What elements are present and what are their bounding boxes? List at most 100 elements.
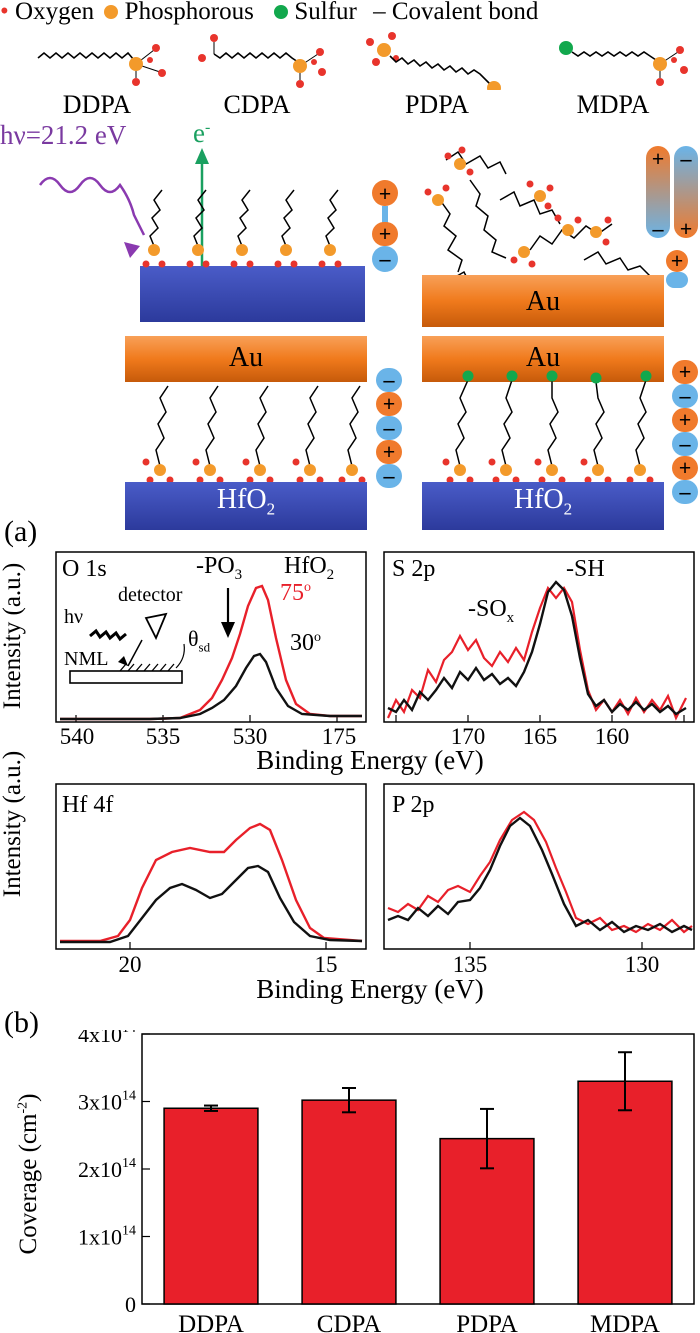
xps-spectra-lower [55,783,695,950]
x-tick-mdpa: MDPA [590,1311,660,1333]
mdpa-molecule-icon [559,41,688,86]
hf4f-curve-75deg [60,822,363,943]
y-tick-label: 4x1014 [78,1030,136,1047]
svg-text:–: – [679,383,692,408]
svg-text:–: – [679,431,692,456]
dipole-icon-bottom-left: – + – + – [376,367,402,488]
au-label-bottom-left: Au [228,342,264,373]
svg-text:+: + [679,359,692,384]
cdpa-molecule-icon [198,34,326,88]
s2p-tick-160: 160 [594,724,630,749]
o1s-curve-75deg [60,584,362,721]
x-tick-ddpa: DDPA [178,1311,244,1333]
oxygen-dot-icon: • [0,0,9,25]
inset-theta-label: θsd [188,626,211,655]
au-label-bottom-right: Au [525,342,561,373]
s2p-curves [386,580,687,721]
au-slab-bottom-right [422,336,664,382]
bar-ddpa [163,1107,259,1305]
inset-nml-label: NML [64,648,109,670]
au-slab-bottom-left [125,336,367,382]
inset-hv-label: hν [64,606,84,628]
s2p-curve-75deg [386,585,687,721]
y-tick-label: 0 [125,1292,136,1317]
p2p-title: P 2p [392,792,435,818]
inset-detector-label: detector [118,584,183,606]
legend-bond: Covalent bond [391,0,539,25]
p2p-curve-30deg [387,816,693,934]
y-tick-label: 3x1014 [78,1089,136,1115]
error-bar-cdpa [342,1087,356,1114]
hfo2-label-right: HfO2 [513,484,573,519]
bar-cdpa [301,1099,397,1305]
svg-text:–: – [383,463,396,488]
hf4f-title: Hf 4f [62,792,114,818]
hfo2-label-left: HfO2 [216,484,276,519]
pdpa-molecule-icon [366,32,501,90]
schematic-diagram: + + – +– –+ + [38,146,698,530]
photon-energy-label: hν=21.2 eV [0,120,127,150]
legend-oxygen: Oxygen [15,0,95,25]
legend-sulfur: Sulfur [294,0,357,25]
s2p-tick-175: 175 [321,724,357,749]
phosphorous-dot-icon [104,5,119,19]
photon-wave-icon [38,176,146,236]
au-slab-top-right [422,275,664,327]
dipole-icon-top-right: +– –+ + [646,146,698,288]
molecule-label-ddpa: DDPA [62,90,132,119]
dipole-icon-top-left: + + – [372,180,398,272]
o1s-tick-540: 540 [59,724,95,749]
molecule-diagrams [37,32,688,90]
p2p-tick-135: 135 [452,952,488,977]
error-bar-mdpa [618,1051,632,1112]
po3-label: -PO3 [196,553,243,583]
angle-30-label: 30o [290,630,321,656]
svg-text:–: – [383,367,396,392]
xps-xlabel-top: Binding Energy (eV) [256,745,484,775]
y-tick-label: 1x1014 [78,1224,136,1250]
svg-text:+: + [679,407,692,432]
xps-xlabel-bottom: Binding Energy (eV) [256,974,484,1004]
detector-icon [144,612,168,641]
s2p-curve-30deg [387,580,687,716]
dipole-icon-bottom-right: + – + – + – [672,359,698,504]
o1s-tick-535: 535 [145,724,181,749]
substrate-top-left [140,266,365,322]
error-bar-pdpa [480,1107,494,1170]
hfo2-slab-right [422,482,664,530]
svg-text:+: + [383,391,396,416]
svg-text:+: + [379,181,392,206]
svg-text:–: – [679,479,692,504]
svg-text:+: + [671,248,684,273]
molecule-label-pdpa: PDPA [404,90,470,119]
photon-wave-icon-small [89,628,127,642]
hf4f-tick-15: 15 [314,952,338,977]
sox-label: -SOx [468,596,515,626]
angle-75-label: 75o [280,580,311,606]
panel-label-b: (b) [4,1006,39,1039]
svg-text:–: – [383,415,396,440]
bond-dash-icon: – [373,0,386,25]
svg-text:–: – [379,246,392,271]
xps-spectra [55,551,695,723]
s2p-tick-165: 165 [522,724,558,749]
panel-label-a: (a) [4,515,38,548]
molecule-label-mdpa: MDPA [576,90,650,119]
o1s-curves [60,584,362,721]
sulfur-dot-icon [274,5,289,19]
sh-label: -SH [566,556,605,582]
svg-text:+: + [383,439,396,464]
ddpa-molecule-icon [37,44,166,86]
p2p-curve-75deg [387,810,693,934]
svg-text:–: – [652,216,665,241]
hfo2-peak-label: HfO2 [284,553,335,583]
x-tick-pdpa: PDPA [456,1311,518,1333]
coverage-bar-chart: 01x10142x10143x10144x1014 DDPACDPAPDPAMD… [78,1030,695,1333]
hf4f-tick-20: 20 [118,952,142,977]
svg-text:+: + [652,146,665,171]
p2p-tick-130: 130 [624,952,660,977]
electron-label: e- [193,118,211,148]
svg-text:+: + [679,455,692,480]
hfo2-slab-left [125,482,367,530]
bar-mdpa [577,1080,673,1305]
